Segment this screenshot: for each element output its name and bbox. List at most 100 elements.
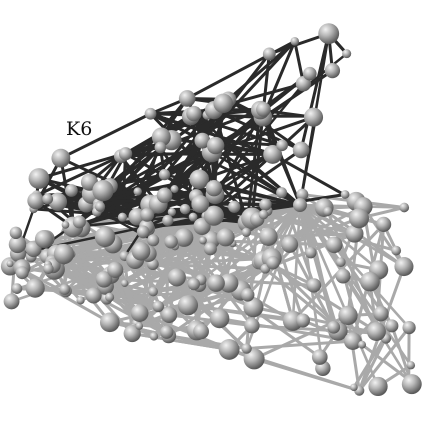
graph-node [12,283,23,294]
graph-node [376,217,391,232]
graph-node [179,90,196,107]
graph-node [266,256,279,269]
graph-node [241,288,254,301]
graph-node [35,230,53,248]
graph-node [228,201,240,213]
graph-node [148,287,158,297]
graph-node [65,184,78,197]
graph-node [259,198,271,210]
graph-node [368,377,387,396]
graph-node [62,221,70,229]
graph-node [118,213,127,222]
graph-node [131,304,149,322]
graph-node [7,260,14,267]
graph-node [256,102,271,117]
graph-node [168,208,176,216]
graph-node [86,287,102,303]
graph-node [213,94,233,114]
graph-node [199,237,207,245]
graph-node [155,142,167,154]
graph-node [290,37,299,46]
graph-node [191,195,209,213]
graph-node [105,293,114,302]
graph-node [307,278,321,292]
graph-node [161,307,177,323]
graph-node [186,106,201,121]
graph-node [325,63,340,78]
graph-node [164,235,178,249]
graph-node [150,332,159,341]
graph-node [92,180,113,201]
graph-node [341,190,350,199]
graph-node [162,215,173,226]
graph-node [180,204,190,214]
graph-node [349,208,369,228]
graph-node [241,343,251,353]
graph-node [242,228,251,237]
graph-node [402,321,415,334]
graph-node [107,262,123,278]
graph-node [263,48,276,61]
graph-node [217,228,235,246]
graph-node [26,278,45,297]
graph-node [281,236,298,253]
graph-node [51,149,70,168]
graph-node [4,294,20,310]
graph-node [145,108,157,120]
graph-node [54,244,74,264]
graph-node [42,194,53,205]
graph-node [27,192,44,209]
graph-node [407,361,415,369]
graph-node [336,257,346,267]
graph-node [189,169,209,189]
graph-node [206,180,222,196]
graph-node [140,208,154,222]
graph-node [207,274,225,292]
graph-node [153,301,164,312]
graph-node [159,169,170,180]
graph-node [312,349,328,365]
graph-node [276,140,288,152]
graph-node [95,227,115,247]
graph-node [43,264,53,274]
graph-node [157,188,173,204]
graph-node [137,226,150,239]
graph-node [338,306,357,325]
graph-node [147,234,159,246]
graph-node [402,374,422,394]
graph-node [210,309,230,329]
graph-node [121,280,128,287]
graph-node [276,187,287,198]
graph-node [207,137,224,154]
graph-node [259,210,269,220]
graph-node [193,324,209,340]
graph-node [100,313,120,333]
graph-node [350,384,358,392]
graph-node [119,147,132,160]
graph-node [358,341,366,349]
graph-node [168,268,186,286]
graph-node [171,185,179,193]
graph-node [134,187,142,195]
graph-node [10,227,22,239]
graph-node [367,322,386,341]
graph-node [204,242,217,255]
graph-node [394,257,413,276]
graph-node [373,306,388,321]
graph-node [305,247,316,258]
graph-node [259,227,278,246]
graph-node [323,207,332,216]
graph-node [304,108,323,127]
graph-node [16,266,29,279]
graph-node [178,295,198,315]
graph-label: K6 [66,118,92,140]
graph-node [244,318,260,334]
graph-node [385,319,398,332]
graph-node [29,168,50,189]
graph-node [189,213,198,222]
graph-node [136,322,144,330]
graph-node [132,242,151,261]
graph-node [327,321,340,334]
